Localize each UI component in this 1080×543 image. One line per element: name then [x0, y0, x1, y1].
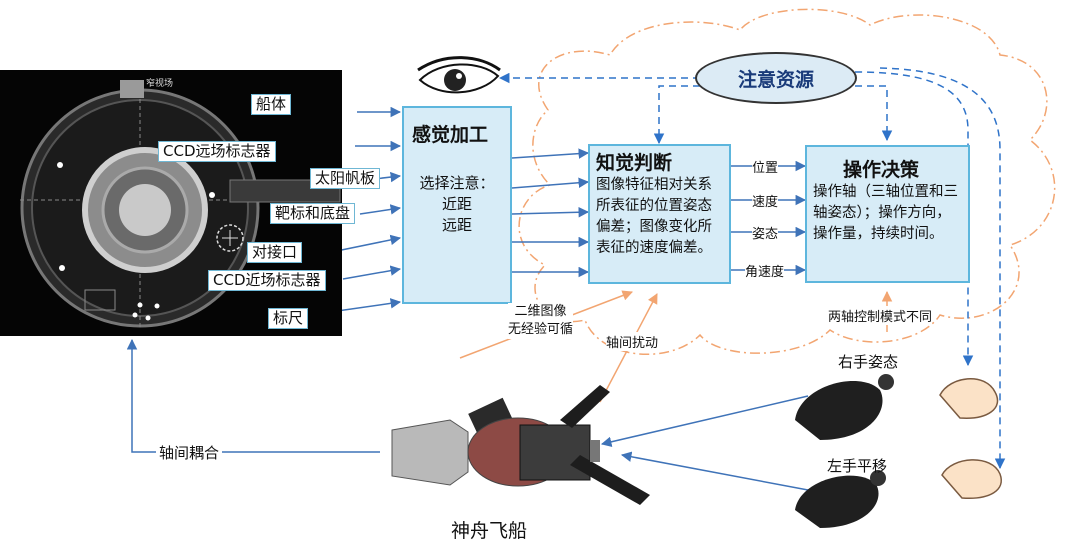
label-docking-port: 对接口	[247, 242, 303, 263]
axis-disturbance-note: 轴间扰动	[606, 332, 659, 351]
perception-far: 远距	[441, 216, 472, 234]
attention-to-cognition-arrow	[653, 85, 700, 145]
label-target-and-chassis: 靶标和底盘	[270, 203, 356, 224]
decision-box: 操作决策 操作轴（三轴位置和三轴姿态）；操作方向，操作量，持续时间。	[805, 145, 970, 283]
perception-select-attention: 选择注意：	[419, 174, 495, 192]
axis-coupling-label: 轴间耦合	[156, 442, 223, 463]
attention-to-decision-arrow	[855, 85, 893, 142]
cognition-box: 知觉判断 图像特征相对关系所表征的位置姿态偏差；图像变化所表征的速度偏差。	[588, 144, 731, 284]
label-hull: 船体	[251, 94, 292, 115]
link-label-angular-velocity: 角速度	[745, 261, 785, 280]
attention-cloud	[518, 8, 1056, 355]
spacecraft-illustration	[391, 385, 650, 505]
label-solar-panel: 太阳帆板	[310, 168, 381, 189]
left-hand-label: 左手平移	[827, 457, 888, 475]
control-modes-note: 两轴控制模式不同	[828, 306, 933, 325]
image-note-line1: 二维图像	[514, 304, 567, 319]
cognition-body: 图像特征相对关系所表征的位置姿态偏差；图像变化所表征的速度偏差。	[596, 177, 712, 256]
label-ccd-far-marker: CCD远场标志器	[158, 141, 276, 162]
right-hand-icon	[939, 378, 999, 419]
cognition-title: 知觉判断	[596, 152, 673, 174]
link-label-velocity: 速度	[752, 191, 779, 210]
attention-to-hands-arrow	[854, 71, 974, 367]
link-label-position: 位置	[752, 157, 779, 176]
attention-resource-node: 注意资源	[695, 52, 857, 104]
eye-icon	[417, 56, 501, 94]
left-hand-icon	[941, 459, 1002, 499]
right-hand-label: 右手姿态	[838, 353, 899, 371]
label-ccd-near-marker: CCD近场标志器	[208, 270, 326, 291]
attention-resource-label: 注意资源	[737, 68, 814, 91]
perception-box: 感觉加工 选择注意： 近距 远距	[402, 106, 512, 304]
camera-top-text: 窄视场	[146, 79, 174, 89]
right-hand-controller	[795, 374, 894, 440]
label-ruler: 标尺	[268, 308, 309, 329]
perception-title: 感觉加工	[412, 124, 489, 146]
decision-title: 操作决策	[843, 159, 920, 181]
image-note: 二维图像 无经验可循	[508, 303, 574, 339]
perception-near: 近距	[441, 195, 472, 213]
decision-body: 操作轴（三轴位置和三轴姿态）；操作方向，操作量，持续时间。	[813, 184, 958, 242]
image-note-line2: 无经验可循	[508, 322, 574, 337]
spacecraft-label: 神舟飞船	[451, 520, 528, 542]
left-hand-controller	[795, 470, 886, 528]
link-label-attitude: 姿态	[752, 223, 779, 242]
attention-to-lefthand-arrow	[879, 67, 1006, 470]
